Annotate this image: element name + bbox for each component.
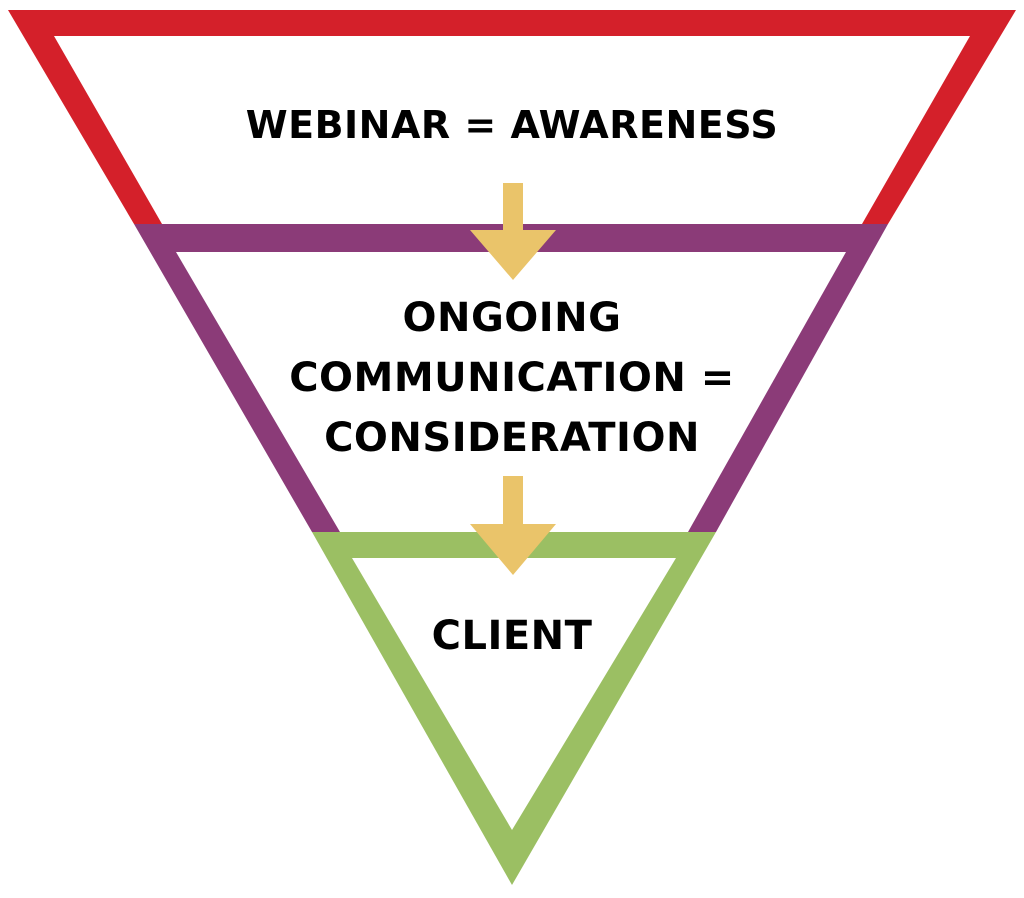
stage-label-line: COMMUNICATION = [289, 355, 735, 401]
arrow-down-icon [470, 183, 556, 280]
funnel-stage-client-inner [352, 558, 676, 830]
stage-label-consideration: ONGOING COMMUNICATION = CONSIDERATION [0, 288, 1024, 468]
arrow-down-icon [470, 476, 556, 575]
funnel-stage-awareness-inner [54, 36, 970, 224]
stage-label-line: CONSIDERATION [324, 415, 700, 461]
stage-label-client: CLIENT [0, 614, 1024, 659]
funnel-stage-consideration-inner [176, 252, 846, 532]
stage-label-line: WEBINAR = AWARENESS [245, 103, 779, 147]
stage-label-line: CLIENT [431, 613, 593, 659]
stage-label-line: ONGOING [402, 295, 622, 341]
stage-label-awareness: WEBINAR = AWARENESS [0, 104, 1024, 147]
